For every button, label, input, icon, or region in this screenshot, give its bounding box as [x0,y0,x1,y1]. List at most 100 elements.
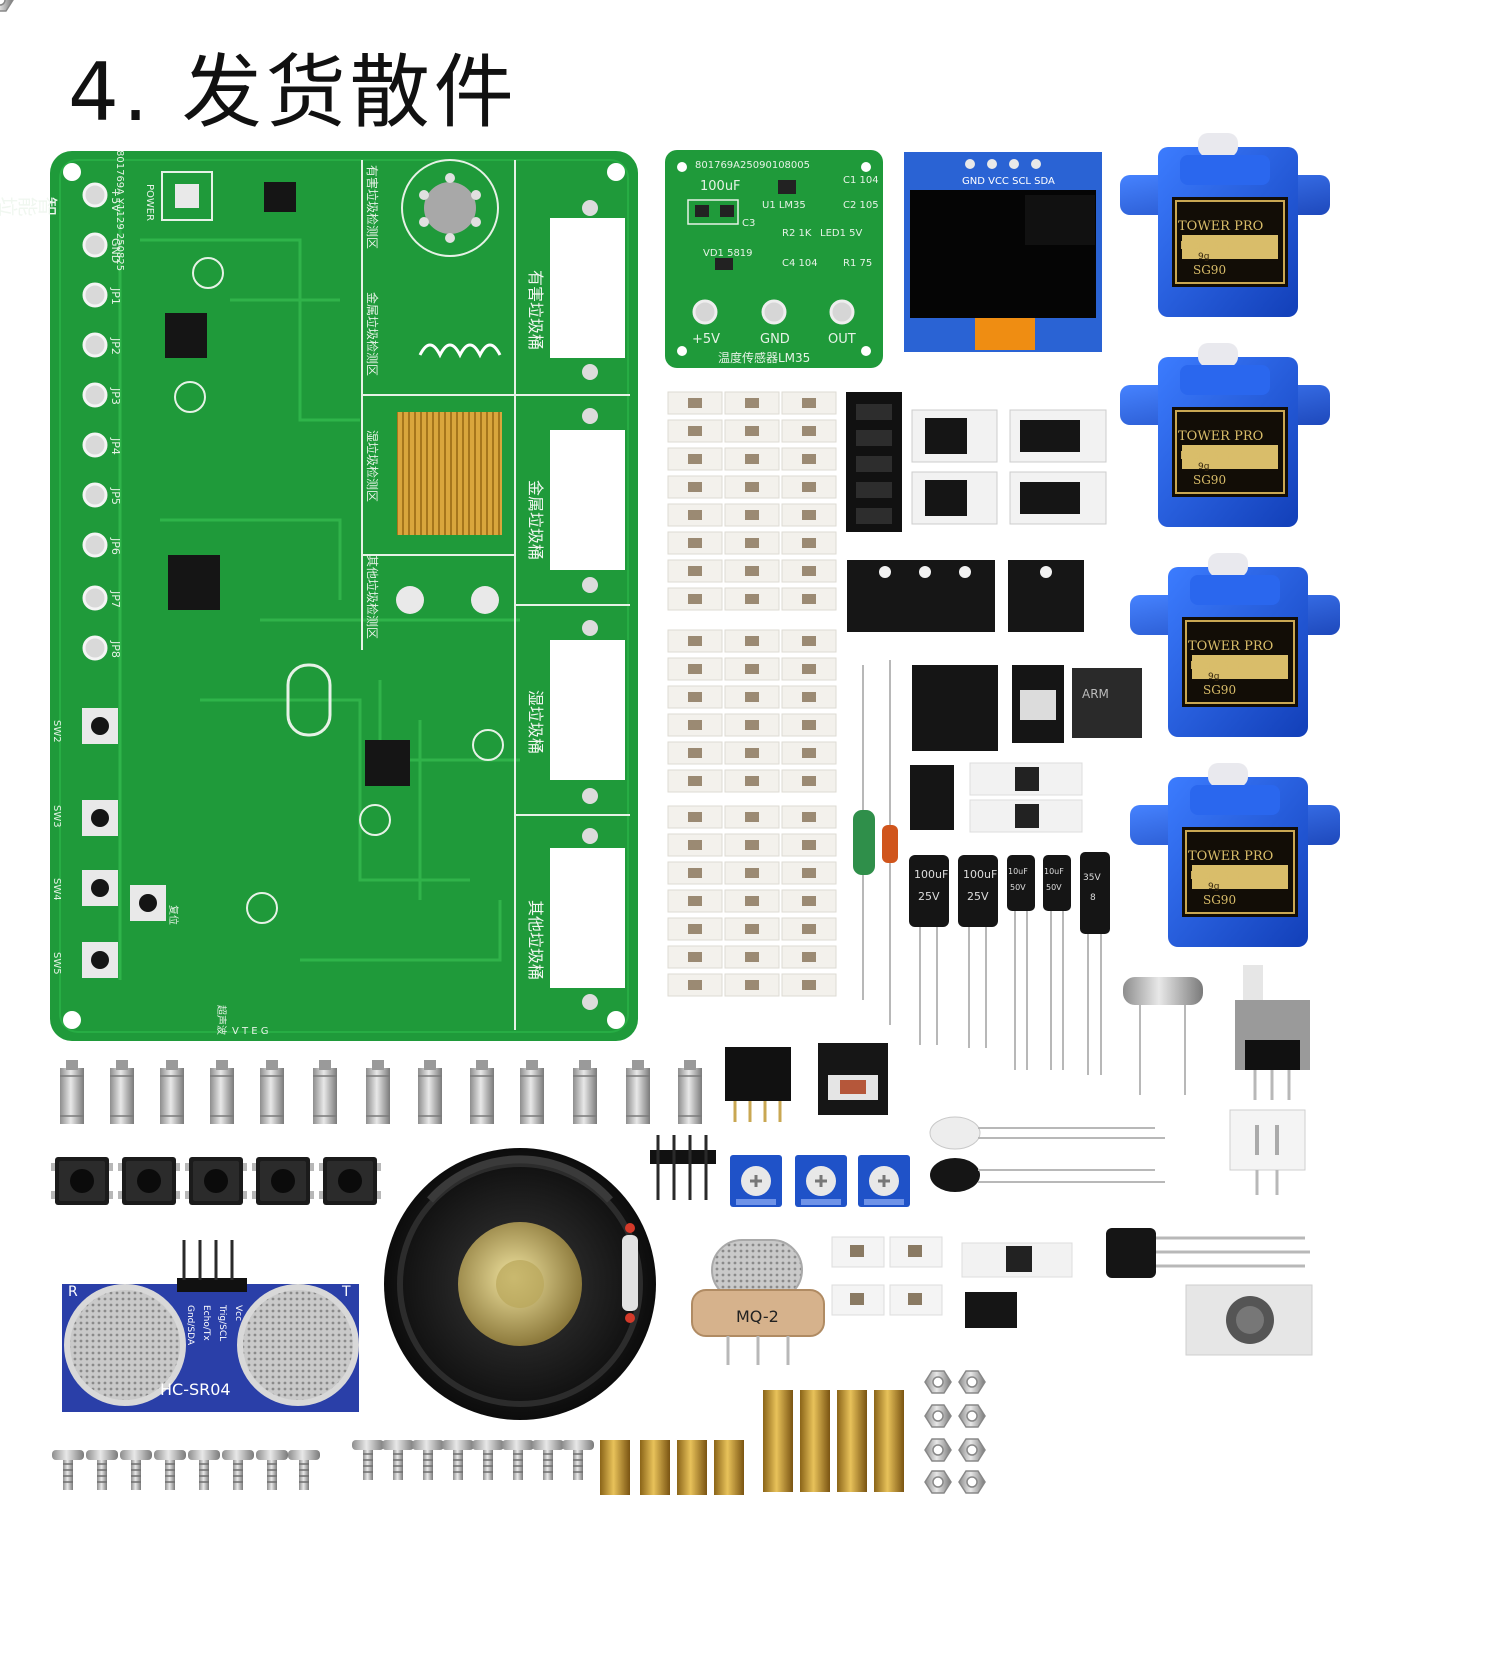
j2-pins: V T E G [232,1026,269,1037]
speaker [384,1148,656,1420]
pin-label: JP3 [109,387,122,405]
ultrasonic-pin: Trig/SCL [217,1304,227,1341]
ultrasonic-pin: Echo/Tx [201,1305,211,1341]
board-code: 801769A Y1129 250825 [114,150,125,271]
ultrasonic-r: R [68,1284,78,1300]
temp-sensor-name: 温度传感器LM35 [718,350,810,365]
ultrasonic-t: T [341,1284,351,1300]
pin-label: JP2 [109,337,122,355]
tact-switches [51,1157,381,1205]
bin-label: 有害垃圾桶 [526,270,545,350]
cap-value: 35V [1083,873,1101,883]
servo-model: SG90 [1203,893,1236,907]
temp-part: U1 LM35 [762,200,806,211]
steel-standoffs [59,1059,703,1125]
small-tape-items [831,1236,1073,1328]
temp-board-code: 801769A25090108005 [695,160,810,171]
hex-nuts [0,0,986,1494]
servo-brand: TOWER PRO [1188,849,1273,864]
screws-right [351,1439,595,1481]
zone-label: 有害垃圾检测区 [365,165,380,249]
micro-switch-tapes [910,762,1083,833]
gas-sensor-mq2: MQ-2 [691,1239,825,1365]
temp-part: R1 75 [843,258,872,269]
servo-brand: TOWER PRO [1188,639,1273,654]
servo-motor: TOWER PRO Micro Servo 9g SG90 [1129,552,1341,738]
gas-sensor-label: MQ-2 [736,1307,779,1326]
temp-part: R2 1K [782,228,812,239]
cap-voltage: 50V [1010,883,1026,892]
cap-value: 100uF [963,868,997,881]
servo-motor: TOWER PRO Micro Servo 9g SG90 [1119,342,1331,528]
servo-motor: TOWER PRO Micro Servo 9g SG90 [1129,762,1341,948]
servo-line1: Micro Servo [1180,239,1245,252]
pin-label: JP7 [109,590,122,608]
page-title: 4. 发货散件 [68,46,518,139]
pin-label: GND [109,238,122,263]
servo-line2: 9g [1198,252,1209,262]
zone-label: 湿垃圾检测区 [365,430,380,502]
capacitor: 10uF 50V [1007,855,1035,1070]
bin-label: 湿垃圾桶 [526,690,545,754]
transistor-to92 [1106,1228,1310,1278]
switch-label: SW4 [51,878,62,901]
smd-tape-strips [667,391,836,997]
temp-pin: OUT [828,332,856,347]
switch-label: SW3 [51,805,62,828]
sot-tape [818,1043,888,1115]
trimmer-potentiometers [728,1153,912,1209]
servo-line2: 9g [1198,462,1209,472]
oled-module: GND VCC SCL SDA [904,152,1102,352]
main-pcb: POWER 801769A Y1129 250825 智能垃圾分类处理系统 +5… [0,150,638,1041]
cap-value: 10uF [1008,867,1028,876]
capacitor: 10uF 50V [1043,855,1071,1070]
zone-label: 其他垃圾检测区 [365,555,380,639]
axial-components [853,660,898,1025]
ic-tape-strips: ARM [846,392,1142,751]
cap-voltage: 8 [1090,893,1096,903]
self-lock-switch [1235,965,1310,1100]
pin-label: JP1 [109,287,122,305]
electrolytic-capacitors: 100uF 25V 100uF 25V 10uF 50V 10uF 50V 35… [909,852,1110,1075]
cap-voltage: 25V [967,890,989,903]
servo-line2: 9g [1208,882,1219,892]
temp-sensor-pcb: 801769A25090108005 100uF C1 104 C2 105 U… [665,150,883,368]
pin-labels: +5V GND JP1 JP2 JP3 JP4 JP5 JP6 JP7 JP8 [109,188,122,658]
system-name: 智能垃圾分类处理系统 [0,193,58,217]
temp-pin: +5V [692,332,720,347]
cap-value: 100uF [914,868,948,881]
zone-label: 金属垃圾检测区 [365,292,380,376]
ir-led-clear [929,1116,1165,1150]
capacitor: 35V 8 [1080,852,1110,1075]
temp-part: C4 104 [782,258,818,269]
oled-pins: GND VCC SCL SDA [962,176,1055,187]
servo-line1: Micro Servo [1190,869,1255,882]
ir-receiver-black [930,1158,1165,1192]
switch-label: SW5 [51,952,62,975]
servo-model: SG90 [1193,263,1226,277]
crystal-oscillator [1123,977,1203,1095]
male-pin-header [650,1135,716,1200]
pin-label: JP5 [109,487,122,505]
bin-label: 其他垃圾桶 [526,900,545,980]
female-header [725,1047,791,1122]
pin-label: JP6 [109,537,122,555]
servo-line1: Micro Servo [1190,659,1255,672]
cap-voltage: 25V [918,890,940,903]
servo-motor: TOWER PRO Micro Servo 9g SG90 [1119,132,1331,318]
pin-label: JP8 [109,640,122,658]
pin-label: JP4 [109,437,122,455]
brass-standoffs [600,1390,904,1495]
temp-part: C3 [742,218,755,229]
ultrasonic-pin: Gnd/SDA [185,1305,195,1346]
temp-cap-label: 100uF [700,179,741,194]
switch-label: SW2 [51,720,62,743]
servo-line1: Micro Servo [1180,449,1245,462]
servo-model: SG90 [1203,683,1236,697]
screws-left [51,1449,321,1491]
bin-label: 金属垃圾桶 [526,480,545,560]
chip-label: ARM [1082,687,1109,701]
ultrasonic-model: HC-SR04 [160,1380,231,1399]
temp-part: LED1 5V [820,228,862,239]
